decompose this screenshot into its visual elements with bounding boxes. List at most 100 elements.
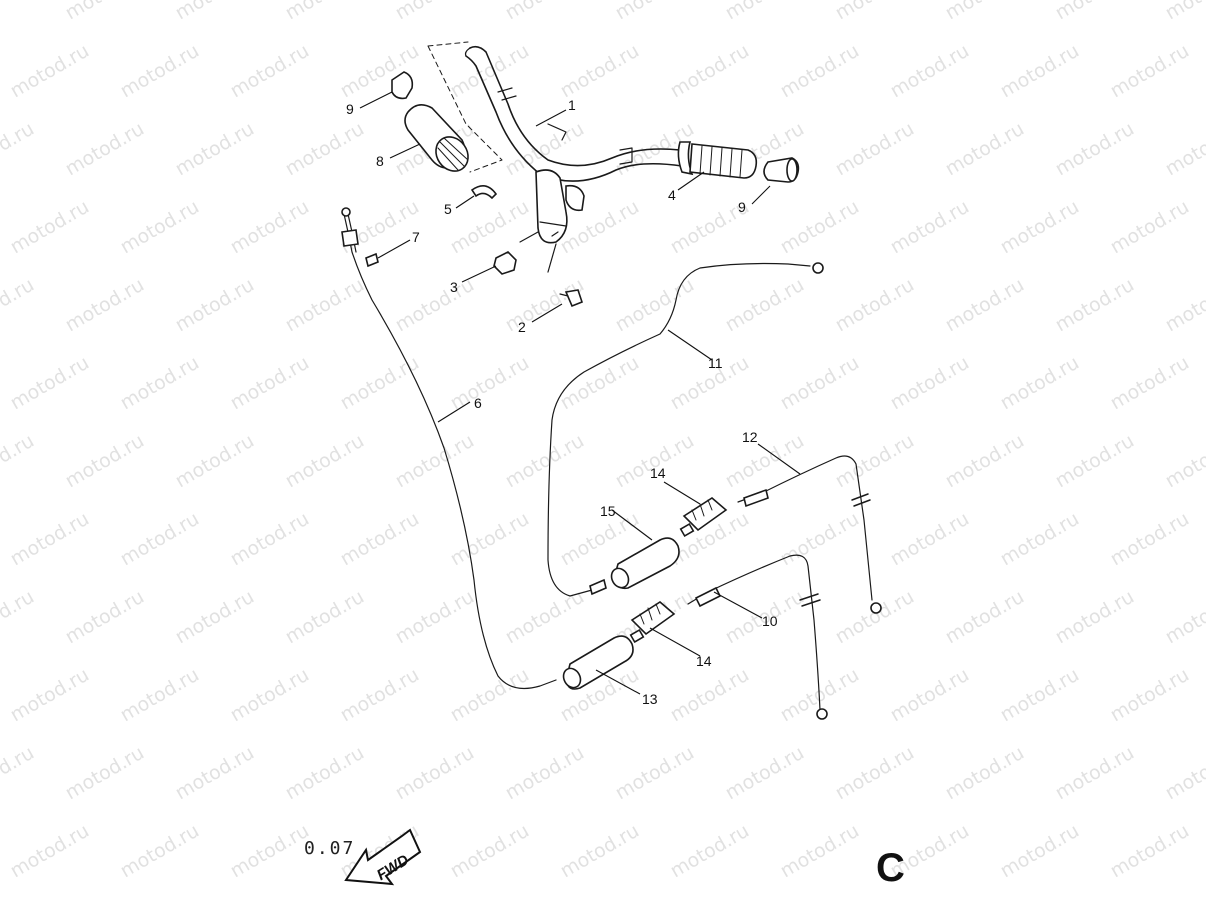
callout-15: 15 (600, 503, 616, 519)
cable-11 (547, 262, 824, 597)
adjuster-13 (562, 635, 634, 690)
watermark-text: motod.ru (337, 664, 423, 727)
watermark-text: motod.ru (1162, 0, 1206, 24)
watermark-text: motod.ru (392, 742, 478, 805)
watermark-text: motod.ru (7, 820, 93, 883)
watermark-text: motod.ru (777, 820, 863, 883)
watermark-text: motod.ru (0, 274, 38, 337)
watermark-text: motod.ru (62, 586, 148, 649)
watermark-text: motod.ru (997, 352, 1083, 415)
watermark-text: motod.ru (282, 742, 368, 805)
watermark-text: motod.ru (227, 664, 313, 727)
watermark-text: motod.ru (7, 352, 93, 415)
watermark-text: motod.ru (392, 430, 478, 493)
watermark-text: motod.ru (1107, 352, 1193, 415)
hardware (365, 185, 583, 308)
watermark-text: motod.ru (997, 40, 1083, 103)
watermark-text: motod.ru (62, 742, 148, 805)
left-grip (404, 104, 469, 172)
right-grip (677, 141, 758, 179)
leader-lines (359, 91, 801, 695)
reference-block: 0.07 FWD (304, 828, 422, 886)
callout-13: 13 (642, 691, 658, 707)
watermark-text: motod.ru (392, 274, 478, 337)
watermark-text: motod.ru (832, 274, 918, 337)
callout-9-right: 9 (738, 199, 746, 215)
watermark-text: motod.ru (887, 352, 973, 415)
watermark-text: motod.ru (62, 430, 148, 493)
watermark-text: motod.ru (172, 742, 258, 805)
callout-4: 4 (668, 187, 676, 203)
bar-end-left (391, 71, 414, 100)
watermark-text: motod.ru (997, 508, 1083, 571)
cable-12 (737, 455, 882, 614)
watermark-text: motod.ru (997, 664, 1083, 727)
watermark-text: motod.ru (447, 820, 533, 883)
throttle-cable (341, 207, 557, 689)
watermark-text: motod.ru (887, 196, 973, 259)
watermark-text: motod.ru (722, 742, 808, 805)
bar-end-right (763, 157, 800, 183)
callout-10: 10 (762, 613, 778, 629)
watermark-text: motod.ru (7, 664, 93, 727)
watermark-text: motod.ru (337, 196, 423, 259)
watermark-text: motod.ru (887, 664, 973, 727)
watermark-text: motod.ru (887, 40, 973, 103)
watermark-text: motod.ru (612, 430, 698, 493)
watermark-text: motod.ru (392, 0, 478, 24)
watermark-text: motod.ru (1107, 664, 1193, 727)
watermark-text: motod.ru (777, 352, 863, 415)
watermark-text: motod.ru (282, 430, 368, 493)
watermark-text: motod.ru (1107, 820, 1193, 883)
watermark-text: motod.ru (942, 274, 1028, 337)
watermark-text: motod.ru (1107, 40, 1193, 103)
watermark-text: motod.ru (0, 742, 38, 805)
callout-7: 7 (412, 229, 420, 245)
watermark-text: motod.ru (777, 508, 863, 571)
watermark-text: motod.ru (172, 118, 258, 181)
watermark-text: motod.ru (172, 586, 258, 649)
watermark-text: motod.ru (502, 742, 588, 805)
watermark-text: motod.ru (722, 274, 808, 337)
watermark-text: motod.ru (227, 352, 313, 415)
watermark-text: motod.ru (1107, 196, 1193, 259)
watermark-text: motod.ru (1162, 430, 1206, 493)
watermark-text: motod.ru (0, 118, 38, 181)
watermark-text: motod.ru (942, 0, 1028, 24)
watermark-text: motod.ru (227, 508, 313, 571)
watermark-text: motod.ru (1052, 430, 1138, 493)
watermark-text: motod.ru (117, 196, 203, 259)
watermark-text: motod.ru (7, 508, 93, 571)
watermark-text: motod.ru (722, 430, 808, 493)
callout-6: 6 (474, 395, 482, 411)
watermark-text: motod.ru (282, 274, 368, 337)
watermark-text: motod.ru (227, 40, 313, 103)
watermark-text: motod.ru (282, 586, 368, 649)
watermark-text: motod.ru (117, 508, 203, 571)
fwd-arrow-icon (344, 828, 422, 886)
watermark-text: motod.ru (62, 118, 148, 181)
watermark-text: motod.ru (1052, 742, 1138, 805)
watermark-text: motod.ru (447, 40, 533, 103)
callout-labels: 1 2 3 4 5 6 7 8 9 9 10 11 12 13 14 14 15 (346, 97, 778, 707)
watermark-text: motod.ru (777, 196, 863, 259)
watermark-text: motod.ru (117, 664, 203, 727)
watermark-text: motod.ru (502, 0, 588, 24)
callout-9-left: 9 (346, 101, 354, 117)
watermark-text: motod.ru (282, 0, 368, 24)
watermark-text: motod.ru (117, 820, 203, 883)
joint-14-upper (679, 497, 728, 538)
watermark-text: motod.ru (667, 40, 753, 103)
watermark-text: motod.ru (612, 742, 698, 805)
watermark-text: motod.ru (172, 430, 258, 493)
watermark-text: motod.ru (1162, 274, 1206, 337)
watermark-text: motod.ru (832, 586, 918, 649)
watermark-text: motod.ru (337, 352, 423, 415)
watermark-text: motod.ru (557, 820, 643, 883)
watermark-text: motod.ru (1052, 274, 1138, 337)
callout-1: 1 (568, 97, 576, 113)
watermark-text: motod.ru (997, 820, 1083, 883)
watermark-text: motod.ru (62, 0, 148, 24)
watermark-text: motod.ru (942, 430, 1028, 493)
